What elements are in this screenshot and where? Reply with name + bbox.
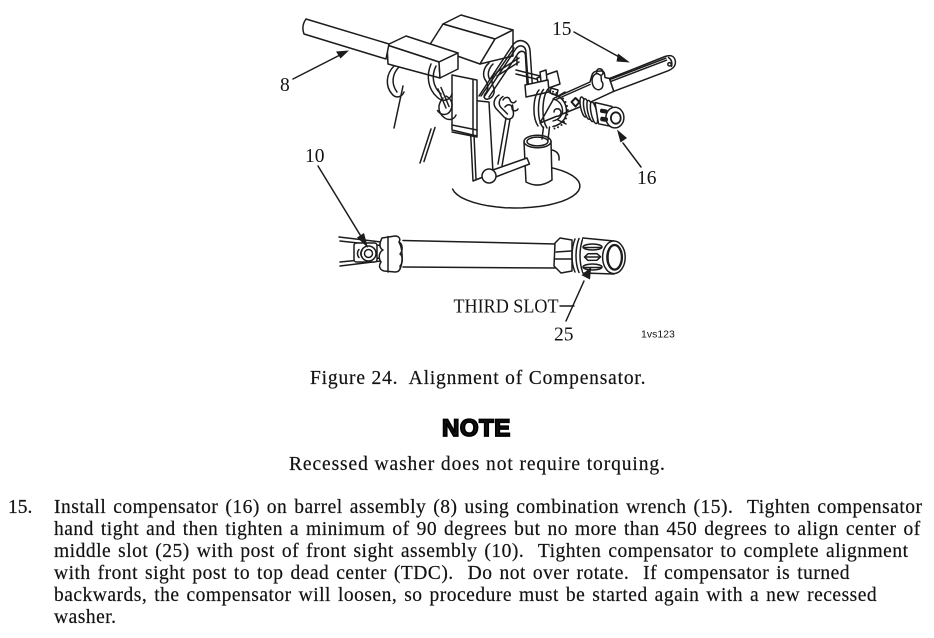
svg-text:16: 16 [637, 168, 657, 189]
svg-text:10: 10 [305, 146, 325, 167]
svg-text:1vs123: 1vs123 [641, 329, 675, 341]
svg-text:8: 8 [280, 75, 290, 96]
svg-text:THIRD SLOT: THIRD SLOT [454, 297, 559, 318]
svg-text:25: 25 [554, 325, 574, 346]
svg-text:15: 15 [552, 19, 572, 40]
